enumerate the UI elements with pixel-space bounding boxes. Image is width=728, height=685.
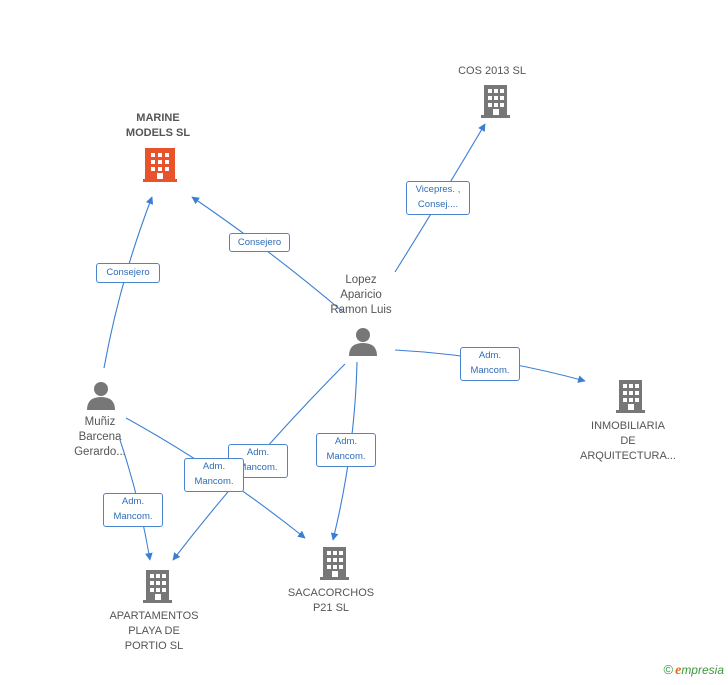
edge-label-muniz-marine: Consejero [96,263,160,283]
brand-initial: e [675,663,682,678]
company-icon-inmobiliaria[interactable] [616,380,645,413]
edge-label-lopez-cos: Vicepres. , Consej.... [406,181,470,215]
node-label-cos2013[interactable]: COS 2013 SL [458,65,526,77]
person-icon-muniz[interactable] [87,382,115,410]
company-icon-cos2013[interactable] [481,85,510,118]
brand-name: mpresia [681,663,724,677]
node-label-marine[interactable]: MARINE MODELS SL [125,112,191,139]
node-label-lopez[interactable]: Lopez Aparicio Ramon Luis [330,274,392,316]
company-icon-marine[interactable] [143,148,177,182]
copyright-symbol: © [663,662,674,677]
node-label-muniz[interactable]: Muñiz Barcena Gerardo... [74,416,126,458]
edge-label-lopez-inmob: Adm. Mancom. [460,347,520,381]
empresia-watermark: ©empresia [664,662,725,679]
edge-label-muniz-apart: Adm. Mancom. [103,493,163,527]
company-icon-apartamentos[interactable] [143,570,172,603]
person-icon-lopez[interactable] [349,328,377,356]
edge-label-lopez-saca: Adm. Mancom. [316,433,376,467]
company-icon-sacacorchos[interactable] [320,547,349,580]
node-label-inmobiliaria[interactable]: INMOBILIARIA DE ARQUITECTURA... [580,420,676,462]
edge-lopez-marine [191,196,344,313]
node-label-sacacorchos[interactable]: SACACORCHOS P21 SL [287,587,375,614]
node-label-apartamentos[interactable]: APARTAMENTOS PLAYA DE PORTIO SL [109,610,199,652]
edge-label-lopez-marine: Consejero [229,233,290,252]
edge-label-lopez-apart: Adm. Mancom. [184,458,244,492]
